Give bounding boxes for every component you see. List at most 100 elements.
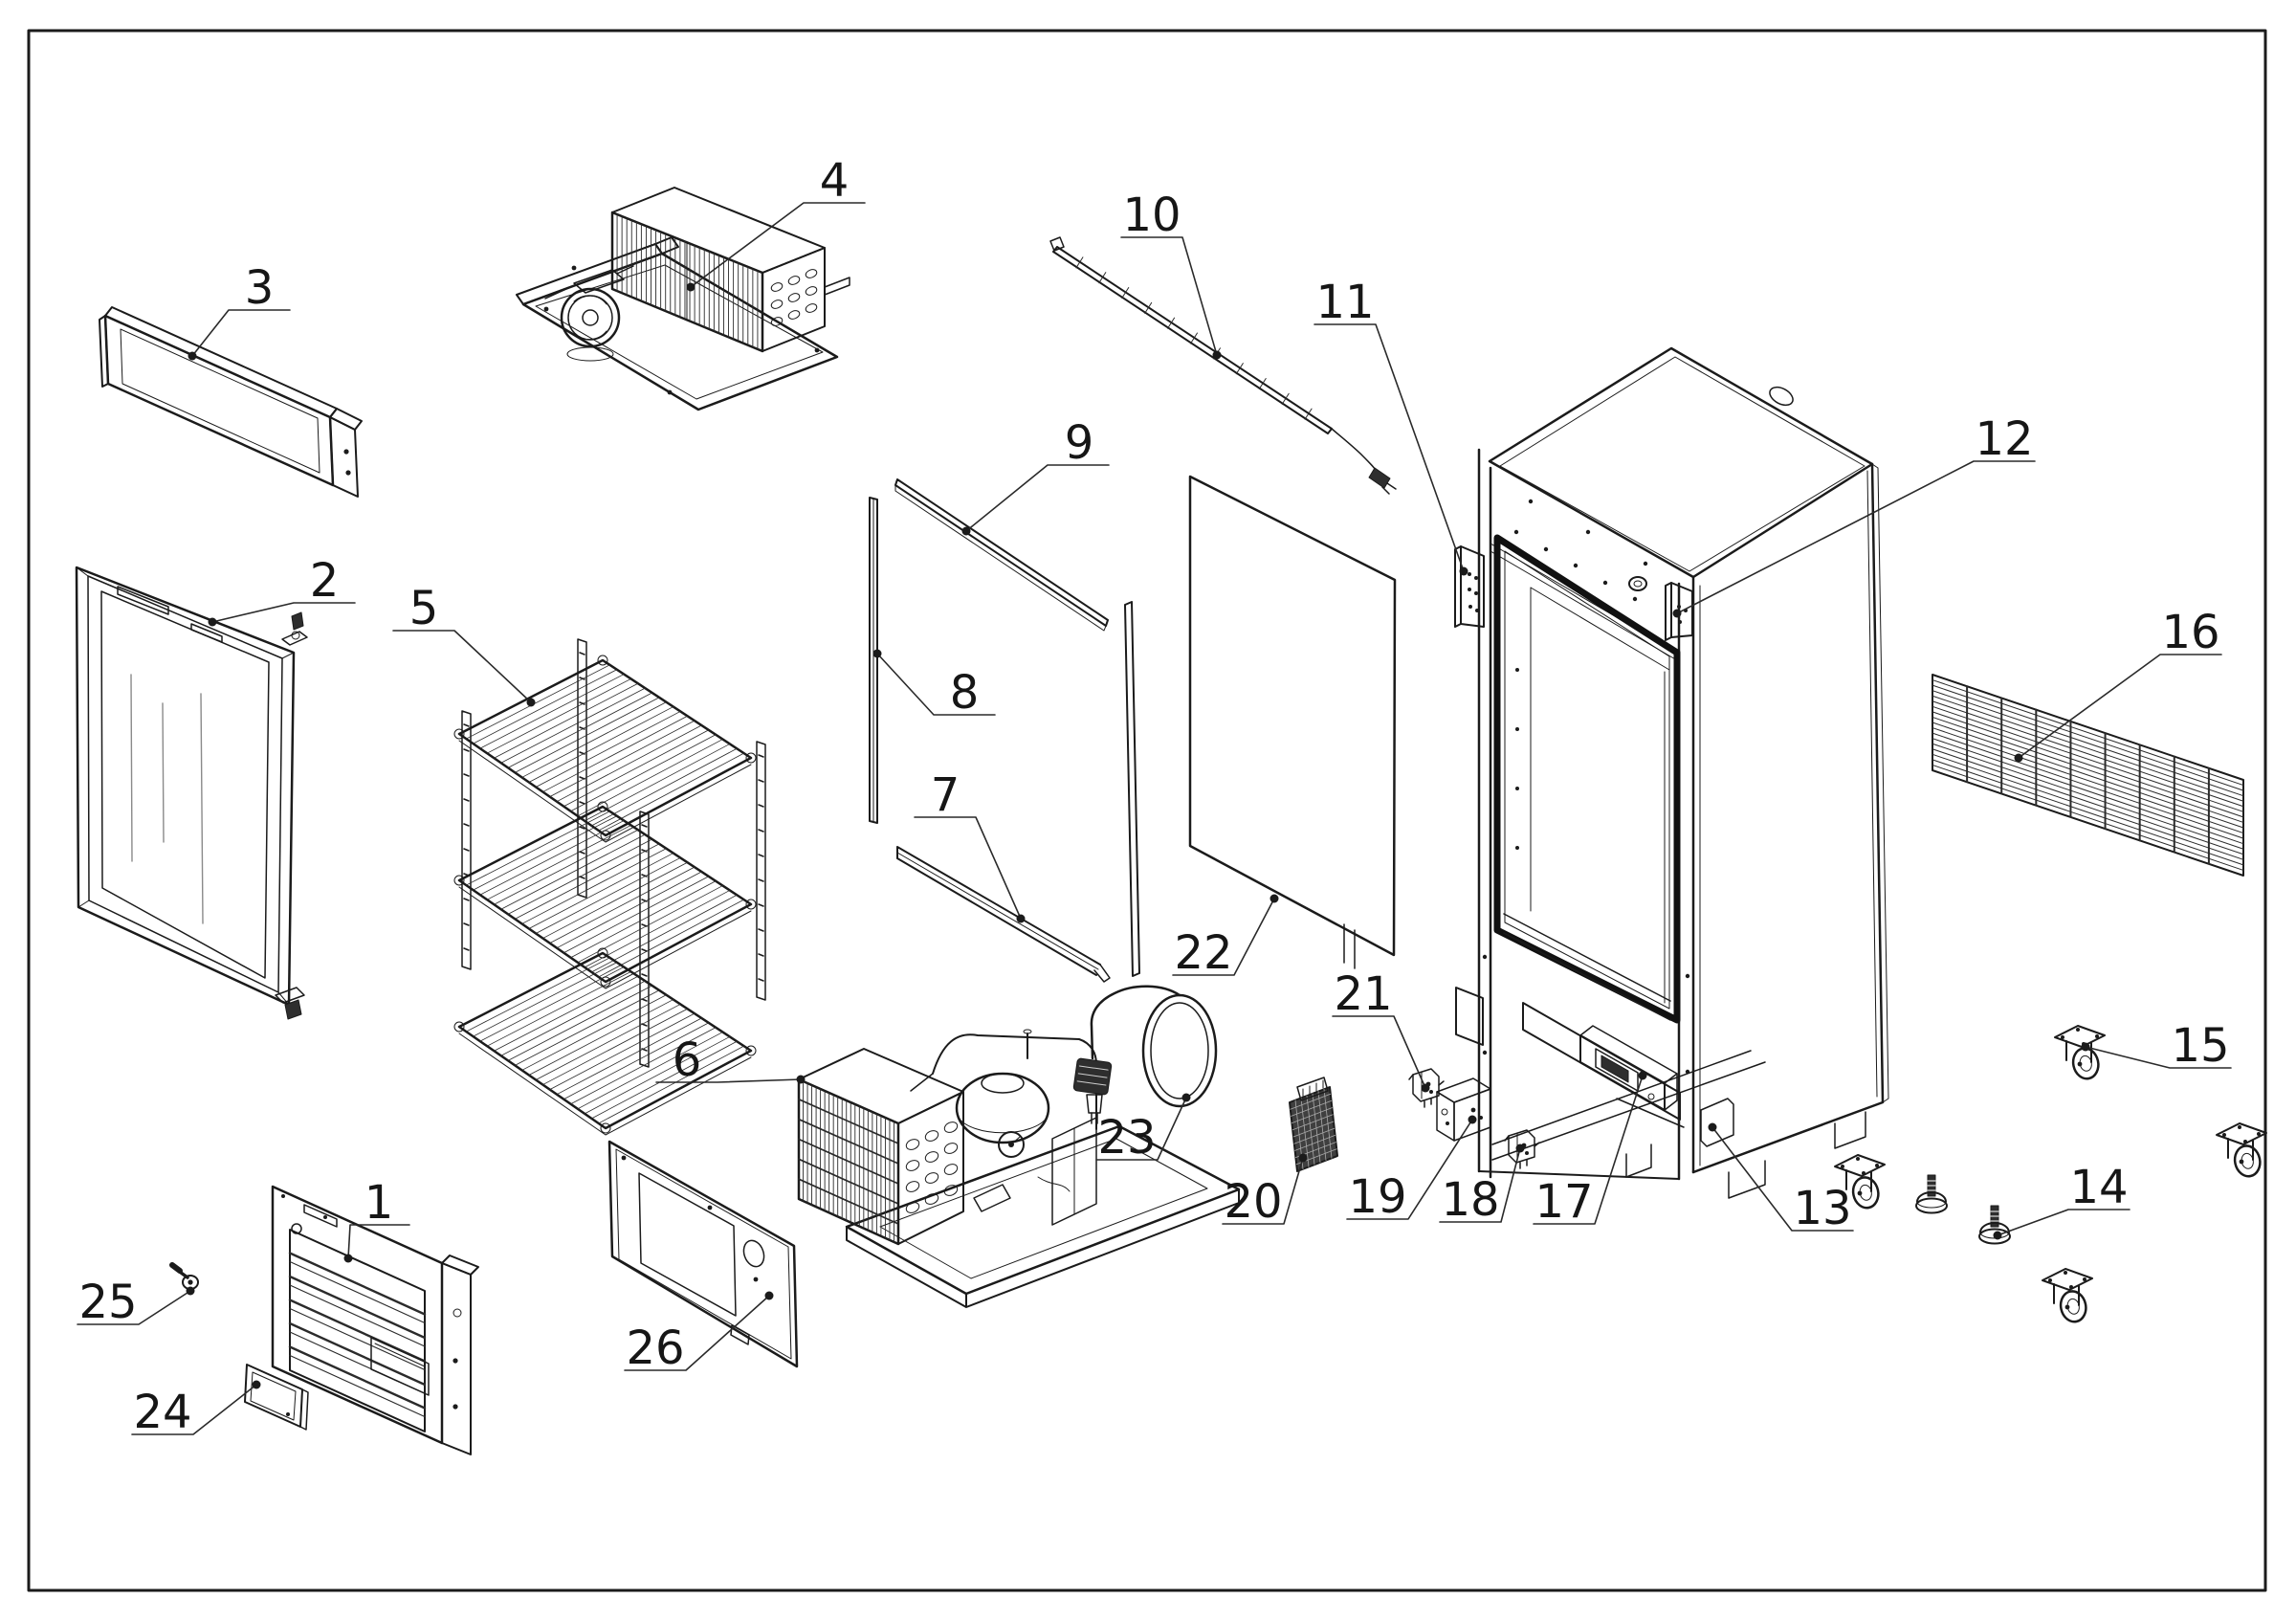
callout-leader-16 bbox=[2018, 654, 2222, 759]
part-6-condensing-unit bbox=[797, 1029, 1241, 1308]
callout-leader-19 bbox=[1346, 1119, 1473, 1220]
callout-dot-5 bbox=[526, 698, 536, 707]
callout-leader-9 bbox=[965, 464, 1110, 532]
callout-dot-8 bbox=[872, 649, 882, 658]
callout-leader-6 bbox=[655, 1078, 802, 1083]
callout-number-26: 26 bbox=[626, 1321, 684, 1375]
callout-number-17: 17 bbox=[1534, 1175, 1593, 1229]
part-4-evaporator-fan-assembly bbox=[516, 187, 850, 411]
callout-dot-23 bbox=[1181, 1093, 1191, 1102]
callout-number-4: 4 bbox=[820, 154, 850, 208]
callout-18: 18 bbox=[1439, 1144, 1525, 1227]
part-17-controller bbox=[1579, 1025, 1678, 1111]
callout-dot-4 bbox=[686, 282, 695, 292]
callout-12: 12 bbox=[1672, 412, 2036, 618]
callout-number-25: 25 bbox=[78, 1276, 137, 1329]
callout-10: 10 bbox=[1120, 189, 1222, 360]
part-9-top-trim bbox=[894, 478, 1109, 632]
callout-22: 22 bbox=[1172, 894, 1279, 980]
callout-dot-20 bbox=[1298, 1153, 1308, 1163]
callout-dot-15 bbox=[2081, 1042, 2090, 1052]
callout-leader-3 bbox=[191, 309, 291, 357]
part-19-transformer-box bbox=[1436, 1077, 1491, 1142]
callout-4: 4 bbox=[686, 154, 866, 292]
callout-16: 16 bbox=[2014, 606, 2222, 763]
callout-11: 11 bbox=[1314, 276, 1468, 576]
part-3-sign-box bbox=[99, 306, 363, 498]
callout-14: 14 bbox=[1993, 1161, 2130, 1240]
callout-number-19: 19 bbox=[1348, 1170, 1406, 1224]
callout-13: 13 bbox=[1708, 1122, 1854, 1235]
callout-leader-11 bbox=[1314, 323, 1465, 572]
callout-leader-17 bbox=[1533, 1075, 1644, 1225]
callout-number-12: 12 bbox=[1975, 412, 2033, 466]
callout-number-20: 20 bbox=[1224, 1175, 1282, 1229]
callout-leader-13 bbox=[1711, 1126, 1854, 1232]
callout-6: 6 bbox=[655, 1033, 806, 1087]
callout-dot-10 bbox=[1212, 350, 1222, 360]
callout-number-14: 14 bbox=[2069, 1161, 2128, 1214]
callout-7: 7 bbox=[914, 768, 1026, 923]
callout-17: 17 bbox=[1533, 1071, 1647, 1229]
part-5-wire-shelf-set bbox=[453, 638, 766, 1136]
callout-dot-25 bbox=[186, 1286, 195, 1296]
part-2-glass-door bbox=[75, 566, 308, 1020]
callout-25: 25 bbox=[77, 1276, 195, 1329]
callout-8: 8 bbox=[872, 649, 996, 720]
callout-dot-16 bbox=[2014, 753, 2023, 763]
callout-number-7: 7 bbox=[931, 768, 960, 822]
part-26-rear-access-panel bbox=[607, 1140, 799, 1368]
callout-number-24: 24 bbox=[133, 1386, 191, 1439]
callout-number-18: 18 bbox=[1441, 1173, 1499, 1227]
callout-leader-5 bbox=[392, 630, 532, 703]
callout-leader-25 bbox=[77, 1290, 191, 1325]
callout-23: 23 bbox=[1095, 1093, 1191, 1165]
callout-20: 20 bbox=[1222, 1153, 1308, 1229]
callout-number-2: 2 bbox=[310, 554, 340, 608]
part-7-bottom-trim bbox=[896, 846, 1111, 983]
callout-leader-7 bbox=[914, 816, 1022, 920]
callout-leader-23 bbox=[1095, 1097, 1187, 1161]
part-11-hinge-bracket-left bbox=[1454, 545, 1485, 628]
callout-dot-22 bbox=[1269, 894, 1279, 903]
callout-9: 9 bbox=[961, 416, 1110, 536]
callout-number-3: 3 bbox=[245, 261, 275, 315]
part-22-glass-side-panel bbox=[1124, 475, 1397, 977]
part-10-light-strip bbox=[1049, 236, 1397, 495]
callout-leader-12 bbox=[1676, 460, 2036, 614]
hinge-bracket-right bbox=[1665, 582, 1693, 641]
callout-leader-14 bbox=[1997, 1209, 2130, 1236]
blower-fan bbox=[544, 265, 634, 362]
callout-number-11: 11 bbox=[1315, 276, 1374, 329]
callout-dot-12 bbox=[1672, 609, 1682, 618]
door-opening-gasket bbox=[1493, 534, 1681, 1024]
part-8-side-trim bbox=[869, 497, 878, 824]
callout-leader-15 bbox=[2085, 1046, 2232, 1069]
callout-dot-11 bbox=[1459, 566, 1468, 576]
callout-1: 1 bbox=[343, 1176, 410, 1263]
callout-leader-1 bbox=[347, 1224, 410, 1259]
callout-26: 26 bbox=[624, 1291, 774, 1375]
part-23-power-cord bbox=[1072, 985, 1218, 1124]
callout-number-1: 1 bbox=[364, 1176, 394, 1230]
part-1-louver-grille bbox=[271, 1185, 479, 1455]
tube-bends bbox=[770, 269, 818, 326]
callout-leader-22 bbox=[1172, 898, 1275, 976]
callout-21: 21 bbox=[1332, 967, 1430, 1093]
callout-leader-18 bbox=[1439, 1147, 1521, 1223]
part-12-cabinet bbox=[1454, 346, 1889, 1199]
callout-dot-26 bbox=[764, 1291, 774, 1300]
callout-dot-6 bbox=[796, 1075, 806, 1084]
callout-leader-26 bbox=[624, 1295, 770, 1371]
callout-dot-24 bbox=[252, 1380, 261, 1389]
part-20-relay-board bbox=[1289, 1077, 1338, 1172]
callout-number-16: 16 bbox=[2161, 606, 2219, 659]
callout-dot-19 bbox=[1468, 1115, 1477, 1124]
callout-dot-18 bbox=[1515, 1144, 1525, 1153]
callout-leader-24 bbox=[131, 1384, 257, 1435]
condenser-tube-ends bbox=[905, 1121, 959, 1213]
callout-number-23: 23 bbox=[1097, 1111, 1156, 1165]
